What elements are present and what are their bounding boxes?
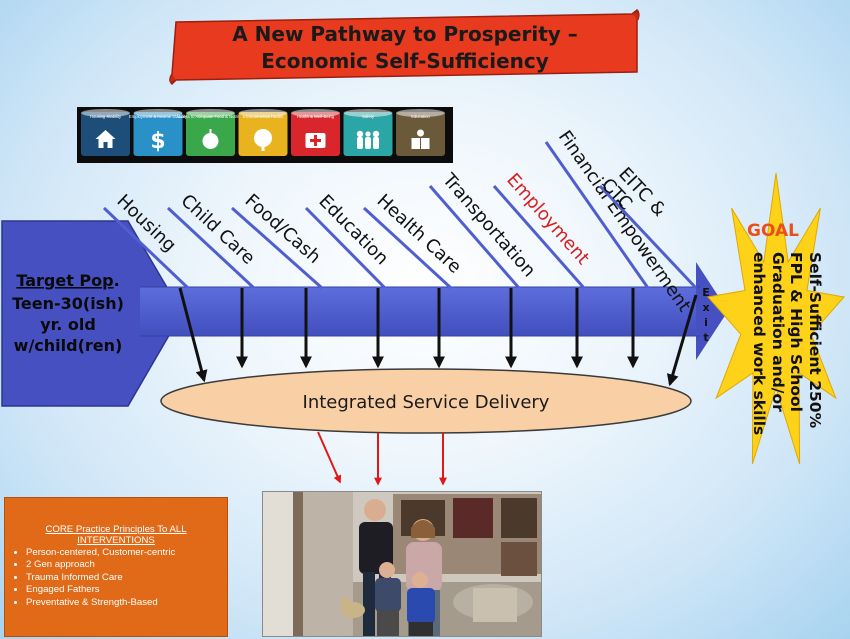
list-item: Engaged Fathers: [26, 584, 219, 596]
list-item: Person-centered, Customer-centric: [26, 547, 219, 559]
apple-icon: Access to Adequate Food & Nutrition: [176, 109, 245, 156]
core-principles-box: CORE Practice Principles To ALL INTERVEN…: [4, 497, 228, 637]
target-population-box: Target Pop. Teen-30(ish) yr. old w/child(r…: [1, 220, 183, 407]
service-branch: Food/Cash: [231, 190, 325, 290]
goal-line: Self-Sufficient 250%: [806, 252, 824, 429]
target-pop-underlined: Target Pop: [16, 271, 113, 290]
svg-text:$: $: [150, 129, 165, 154]
icon-bar-label: Health & Well-Being: [297, 114, 335, 119]
target-pop-line: w/child(ren): [14, 336, 123, 355]
tree-icon: Environmental Health: [238, 109, 288, 156]
medical-kit-icon: Health & Well-Being: [291, 109, 340, 156]
icon-bar-label: Education: [411, 114, 430, 119]
target-pop-line: Teen-30(ish): [12, 294, 124, 313]
icon-bar-label: Employment & Income Stability: [129, 114, 188, 119]
goal-line: FPL & High School: [787, 252, 805, 412]
list-item: Preventative & Strength-Based: [26, 597, 219, 609]
target-pop-heading: Target Pop.: [16, 271, 119, 290]
goal-text: Self-Sufficient 250%FPL & High SchoolGra…: [750, 252, 824, 435]
title-line-1: A New Pathway to Prosperity –: [232, 22, 578, 46]
goal-line: Graduation and/or: [769, 252, 787, 412]
family-photo: [262, 491, 542, 637]
icon-bar-label: Environmental Health: [243, 114, 284, 119]
list-item: Trauma Informed Care: [26, 572, 219, 584]
target-pop-line: yr. old: [40, 315, 96, 334]
determinants-icon-bar: Housing Stability Employment & Income Sta…: [77, 107, 453, 163]
core-title-line-1: CORE Practice Principles To ALL: [45, 524, 187, 535]
service-label: Health Care: [373, 190, 466, 278]
goal-star: GOAL Self-Sufficient 250%FPL & High Scho…: [707, 172, 845, 465]
exit-letter: x: [702, 301, 709, 314]
down-arrow: [666, 294, 698, 387]
goal-title: GOAL: [747, 221, 799, 241]
target-pop-period: .: [114, 271, 120, 290]
title-banner: A New Pathway to Prosperity – Economic S…: [169, 9, 640, 86]
icon-bar-label: Access to Adequate Food & Nutrition: [176, 114, 245, 119]
red-arrow: [317, 431, 342, 484]
delivery-to-family-arrows: [317, 431, 447, 486]
down-arrow: [178, 287, 208, 383]
house-icon: Housing Stability: [81, 109, 130, 156]
target-pop-lines: Teen-30(ish) yr. old w/child(ren): [12, 294, 124, 355]
exit-letter: E: [702, 286, 710, 299]
pathway-arrow: [140, 262, 728, 360]
icon-bar-label: Housing Stability: [90, 114, 122, 119]
core-principles-title: CORE Practice Principles To ALL INTERVEN…: [13, 524, 219, 546]
core-title-line-2: INTERVENTIONS: [77, 535, 155, 546]
exit-letter: i: [704, 316, 708, 329]
service-to-delivery-arrows: [178, 287, 698, 387]
integrated-service-label: Integrated Service Delivery: [303, 392, 550, 413]
family-icon: Safety: [343, 109, 393, 156]
title-line-2: Economic Self-Sufficiency: [261, 49, 549, 73]
service-branch: Health Care: [362, 190, 466, 290]
integrated-service-delivery: Integrated Service Delivery: [160, 368, 692, 434]
goal-line: enhanced work skills: [750, 252, 768, 435]
exit-letter: t: [703, 331, 708, 344]
dollar-icon: Employment & Income Stability $: [129, 109, 188, 156]
core-principles-list: Person-centered, Customer-centric 2 Gen …: [13, 547, 219, 609]
icon-bar-label: Safety: [362, 114, 375, 119]
reading-icon: Education: [396, 109, 445, 156]
list-item: 2 Gen approach: [26, 559, 219, 571]
